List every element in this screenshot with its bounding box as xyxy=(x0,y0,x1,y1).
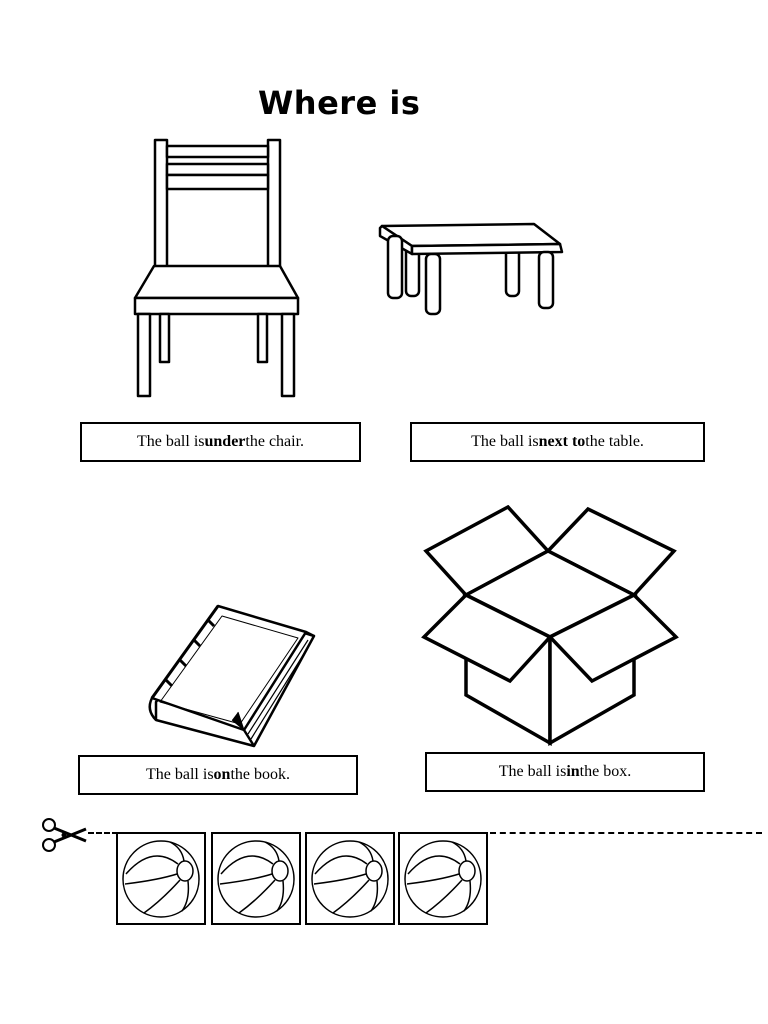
caption-keyword: on xyxy=(213,766,231,783)
beach-ball-icon xyxy=(311,840,389,918)
ball-card xyxy=(211,832,301,925)
beach-ball-icon xyxy=(404,840,482,918)
box-icon xyxy=(420,505,680,747)
caption-on: The ball is on the book. xyxy=(78,755,358,795)
caption-keyword: in xyxy=(566,763,580,780)
table-icon xyxy=(374,218,568,320)
ball-card xyxy=(116,832,206,925)
caption-text: the table. xyxy=(585,433,644,450)
book-icon xyxy=(144,602,318,752)
caption-text: The ball is xyxy=(471,433,539,450)
beach-ball-icon xyxy=(217,840,295,918)
cut-line xyxy=(490,832,762,834)
page-title: Where is xyxy=(258,84,421,122)
caption-text: The ball is xyxy=(136,433,205,450)
caption-keyword: next to xyxy=(538,433,586,450)
caption-next-to: The ball is next to the table. xyxy=(410,422,705,462)
ball-card xyxy=(398,832,488,925)
caption-text: The ball is xyxy=(498,763,567,780)
caption-keyword: under xyxy=(204,433,246,450)
caption-text: the chair. xyxy=(245,433,305,450)
caption-in: The ball is in the box. xyxy=(425,752,705,792)
caption-text: the box. xyxy=(579,763,632,780)
chair-icon xyxy=(130,136,305,404)
caption-text: the book. xyxy=(230,766,290,783)
cut-line xyxy=(88,832,118,834)
beach-ball-icon xyxy=(122,840,200,918)
scissors-icon xyxy=(40,817,88,858)
ball-card xyxy=(305,832,395,925)
caption-under: The ball is under the chair. xyxy=(80,422,361,462)
caption-text: The ball is xyxy=(146,766,214,783)
